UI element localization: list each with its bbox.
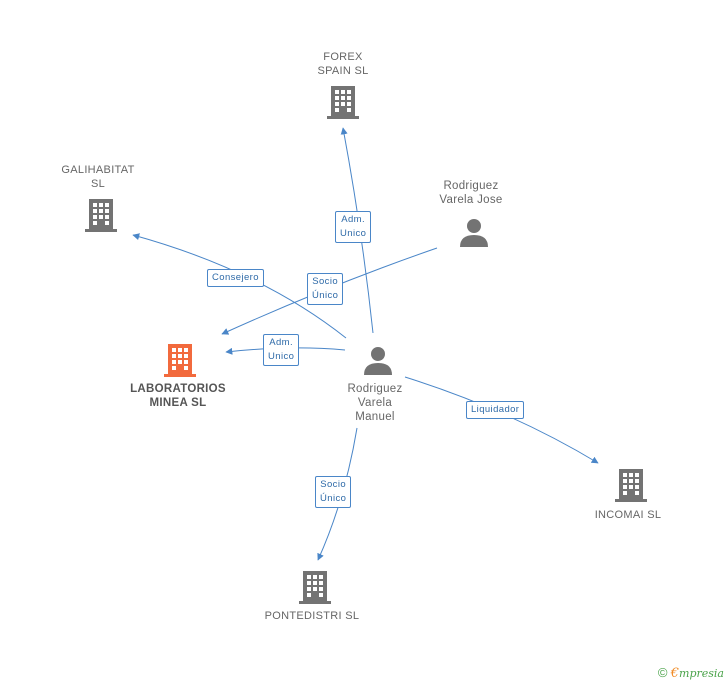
building-icon: [615, 469, 647, 502]
building-icon: [327, 86, 359, 119]
edge-label-liquidador: Liquidador: [466, 401, 525, 419]
edge-label-adm-unico-forex: Adm. Unico: [335, 211, 372, 243]
node-label-forex-spain[interactable]: FOREX SPAIN SL: [317, 51, 369, 77]
copyright-icon: ©: [657, 665, 668, 680]
building-icon: [299, 571, 331, 604]
building-icon: [85, 199, 117, 232]
person-icon: [460, 219, 488, 247]
brand-name: mpresia: [679, 667, 724, 680]
node-label-rodriguez-varela-jose[interactable]: Rodriguez Varela Jose: [439, 180, 503, 206]
main-company-building-icon: [164, 344, 196, 377]
person-icon: [364, 347, 392, 375]
node-label-rodriguez-varela-manuel[interactable]: Rodriguez Varela Manuel: [347, 383, 403, 423]
empresia-logo[interactable]: © €mpresia: [658, 665, 724, 681]
edge-label-consejero: Consejero: [207, 269, 264, 287]
node-label-laboratorios-minea[interactable]: LABORATORIOS MINEA SL: [130, 383, 226, 409]
node-label-incomai[interactable]: INCOMAI SL: [594, 509, 662, 521]
edge-manuel-incomai: [404, 376, 599, 464]
edge-label-socio-unico-pontedistri: Socio Único: [315, 476, 352, 508]
node-label-pontedistri[interactable]: PONTEDISTRI SL: [264, 610, 360, 622]
edge-label-socio-unico-jose: Socio Único: [307, 273, 344, 305]
edge-label-adm-unico-minea: Adm. Unico: [263, 334, 300, 366]
node-label-galihabitat[interactable]: GALIHABITAT SL: [61, 164, 135, 190]
brand-initial: €: [670, 666, 680, 681]
